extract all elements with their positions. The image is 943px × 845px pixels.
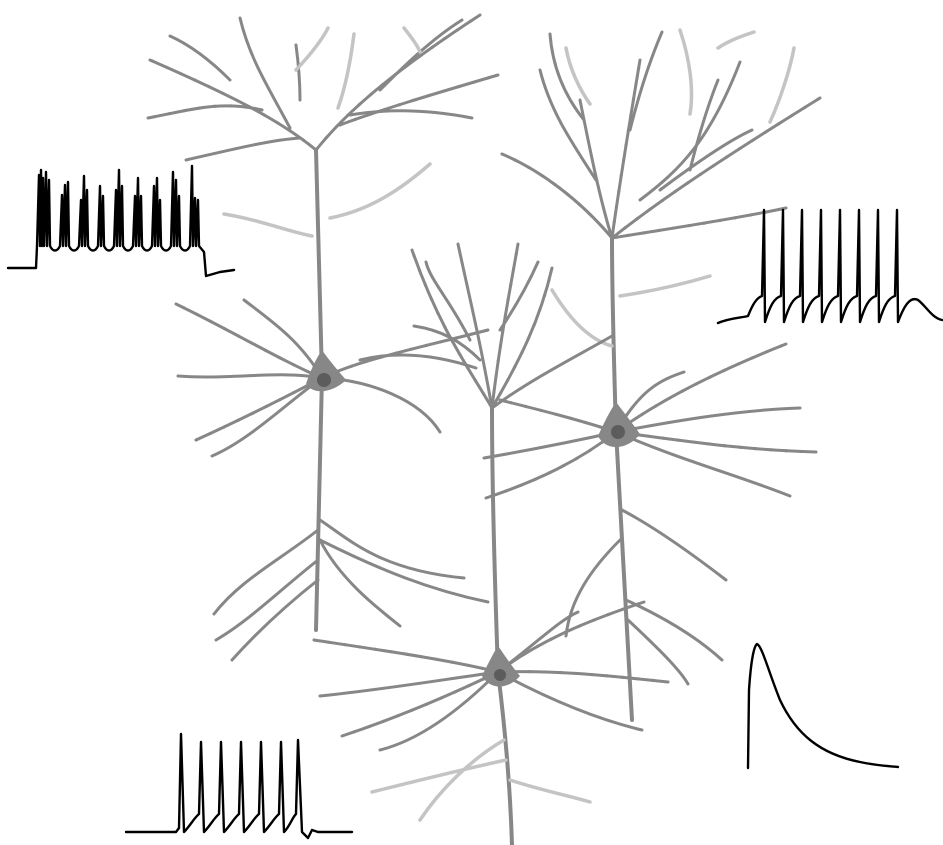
axon-collateral xyxy=(320,540,400,626)
basal-dendrite xyxy=(314,640,498,672)
tuft-branch xyxy=(540,70,596,180)
axon-collateral xyxy=(216,560,318,640)
incoming-axon xyxy=(680,30,692,114)
tuft-branch xyxy=(240,18,290,128)
regular-spiking-trace xyxy=(718,210,942,323)
nucleus xyxy=(494,669,506,681)
incoming-axon xyxy=(296,28,328,70)
tuft-branch xyxy=(500,262,538,330)
tuft-branch xyxy=(630,32,662,130)
basal-dendrite xyxy=(616,432,790,496)
dendritic-spines xyxy=(486,344,816,498)
tuft-branch xyxy=(660,130,752,190)
axon-collateral xyxy=(622,510,726,580)
tuft-branch xyxy=(502,154,612,238)
basal-dendrite xyxy=(322,378,440,432)
nucleus xyxy=(317,373,331,387)
basal-dendrite xyxy=(380,672,498,750)
incoming-axon xyxy=(338,34,354,108)
basal-dendrite xyxy=(360,355,476,368)
incoming-axon xyxy=(330,164,430,218)
incoming-axon xyxy=(224,214,312,236)
incoming-axon xyxy=(552,290,612,346)
burst-firing-trace xyxy=(8,166,234,276)
basal-dendrite xyxy=(498,672,668,682)
pyramidal-neuron-right xyxy=(484,30,820,720)
basal-dendrite xyxy=(212,378,322,456)
pyramidal-neuron-left xyxy=(148,15,498,660)
axon-collateral xyxy=(420,740,504,820)
postsynaptic-potential-trace xyxy=(748,644,898,768)
tuft-branch xyxy=(186,138,300,160)
incoming-axon xyxy=(770,48,794,122)
axon-collateral xyxy=(510,780,590,802)
axon xyxy=(316,378,322,630)
nucleus xyxy=(611,425,625,439)
incoming-axon xyxy=(620,276,710,296)
apical-dendrite xyxy=(316,150,322,378)
tuft-branch xyxy=(316,15,480,150)
basal-dendrite xyxy=(244,300,322,378)
basal-dendrite xyxy=(616,408,800,432)
tuft-branch xyxy=(690,80,718,170)
basal-dendrite xyxy=(342,672,498,736)
tuft-branch xyxy=(612,60,640,238)
basal-dendrite xyxy=(486,432,616,498)
tuft-branch xyxy=(296,45,300,100)
fast-spiking-trace xyxy=(126,734,352,838)
tuft-branch xyxy=(612,98,820,238)
tuft-branch xyxy=(612,208,786,238)
axon-collateral xyxy=(320,540,488,602)
incoming-axon xyxy=(404,28,420,52)
incoming-axon xyxy=(566,48,590,104)
incoming-axon xyxy=(718,32,754,48)
basal-dendrite xyxy=(178,375,322,378)
apical-dendrite xyxy=(492,408,498,672)
axon-collateral xyxy=(372,760,506,792)
basal-dendrite xyxy=(196,378,322,440)
soma xyxy=(598,402,640,447)
basal-dendrite xyxy=(498,672,642,730)
tuft-branch xyxy=(492,336,612,408)
